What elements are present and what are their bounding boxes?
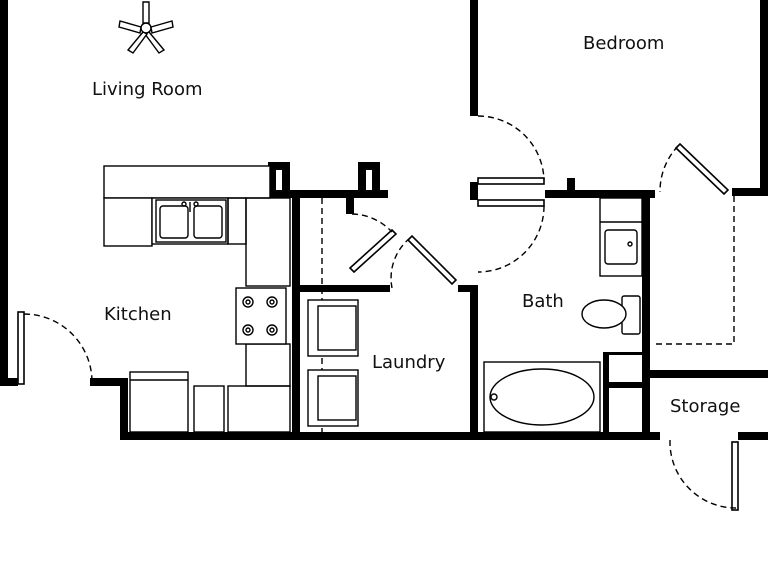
double-sink-icon	[155, 199, 227, 243]
stove-icon	[235, 287, 287, 345]
living-room-label: Living Room	[92, 79, 203, 100]
toilet-icon	[581, 295, 641, 335]
doors	[17, 115, 739, 511]
kitchen-label: Kitchen	[104, 304, 172, 325]
laundry-label: Laundry	[372, 352, 446, 373]
bath-label: Bath	[522, 291, 564, 312]
closet-door-right-icon	[406, 234, 458, 286]
walls	[0, 0, 768, 440]
refrigerator-icon	[129, 371, 189, 433]
storage-label: Storage	[670, 396, 741, 417]
bathtub-icon	[483, 361, 601, 433]
storage-door-icon	[731, 441, 739, 511]
closet-door-left-icon	[348, 228, 398, 274]
ceiling-fan-icon	[118, 1, 174, 54]
bedroom-label: Bedroom	[583, 33, 665, 54]
vanity-sink-icon	[599, 197, 643, 277]
bath-door-icon	[477, 199, 545, 207]
washer-icon	[307, 299, 359, 357]
bedroom-closet-door-icon	[674, 142, 730, 196]
dryer-icon	[307, 369, 359, 427]
bedroom-door-icon	[477, 177, 545, 185]
dishwasher-icon	[193, 385, 225, 433]
entry-door-icon	[17, 311, 25, 385]
